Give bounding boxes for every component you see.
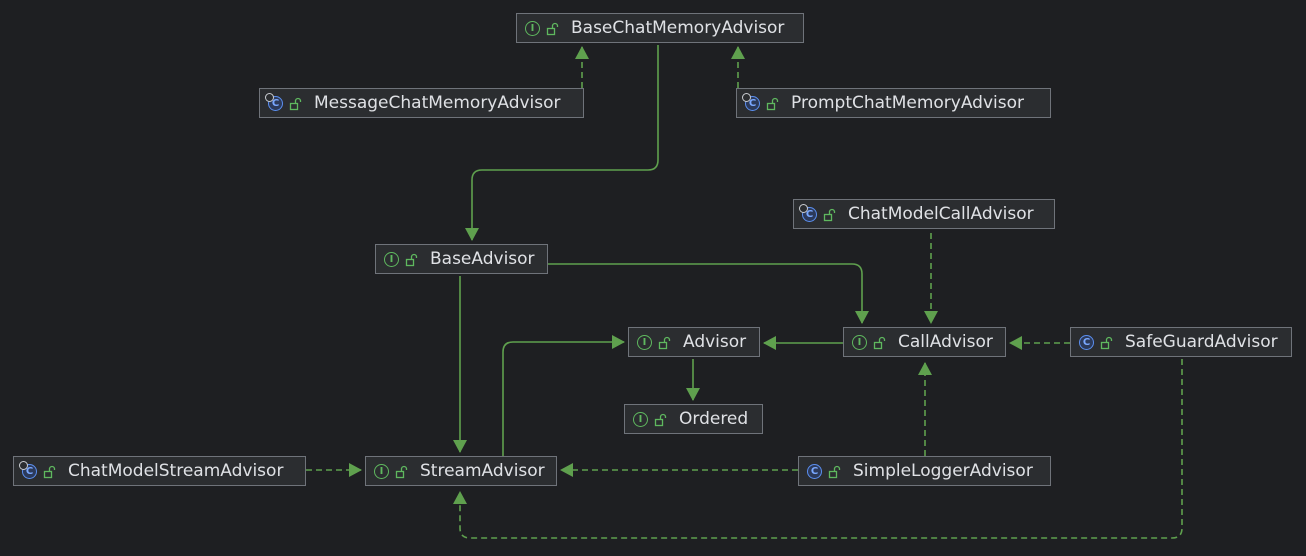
node-label: BaseAdvisor — [430, 249, 535, 269]
node-label: ChatModelCallAdvisor — [848, 204, 1034, 224]
edge-baseadvisor-to-calladvisor — [548, 263, 869, 324]
node-streamadvisor[interactable]: I StreamAdvisor — [365, 456, 557, 486]
node-baseadvisor[interactable]: I BaseAdvisor — [375, 244, 548, 274]
public-lock-icon — [546, 21, 560, 36]
public-lock-icon — [1100, 335, 1114, 350]
node-promptchatmemoryadvisor[interactable]: C PromptChatMemoryAdvisor — [736, 88, 1051, 118]
abstract-class-icon: C — [799, 203, 817, 222]
public-lock-icon — [405, 252, 419, 267]
node-label: MessageChatMemoryAdvisor — [314, 93, 561, 113]
public-lock-icon — [873, 335, 887, 350]
edge-basechatmemoryadvisor-to-baseadvisor — [465, 45, 659, 241]
public-lock-icon — [395, 464, 409, 479]
interface-icon: I — [633, 411, 648, 427]
node-chatmodelcalladvisor[interactable]: C ChatModelCallAdvisor — [793, 199, 1055, 229]
interface-icon: I — [374, 463, 389, 479]
node-label: StreamAdvisor — [420, 461, 545, 481]
edge-streamadvisor-to-advisor — [502, 335, 625, 456]
public-lock-icon — [289, 96, 303, 111]
node-label: BaseChatMemoryAdvisor — [571, 18, 785, 38]
node-basechatmemoryadvisor[interactable]: I BaseChatMemoryAdvisor — [516, 13, 804, 43]
node-simpleloggeradvisor[interactable]: C SimpleLoggerAdvisor — [798, 456, 1051, 486]
node-label: SimpleLoggerAdvisor — [853, 461, 1033, 481]
edge-safeguardadvisor-to-streamadvisor — [453, 359, 1183, 539]
public-lock-icon — [658, 335, 672, 350]
node-ordered[interactable]: I Ordered — [624, 404, 763, 434]
interface-icon: I — [852, 334, 867, 350]
node-label: ChatModelStreamAdvisor — [68, 461, 284, 481]
node-chatmodelstreamadvisor[interactable]: C ChatModelStreamAdvisor — [13, 456, 306, 486]
interface-icon: I — [525, 20, 540, 36]
abstract-class-icon: C — [742, 92, 760, 111]
node-label: SafeGuardAdvisor — [1125, 332, 1278, 352]
abstract-class-icon: C — [19, 460, 37, 479]
public-lock-icon — [828, 464, 842, 479]
class-icon: C — [807, 463, 822, 479]
public-lock-icon — [766, 96, 780, 111]
node-messagechatmemoryadvisor[interactable]: C MessageChatMemoryAdvisor — [259, 88, 584, 118]
interface-icon: I — [637, 334, 652, 350]
node-label: Ordered — [679, 409, 749, 429]
public-lock-icon — [823, 207, 837, 222]
node-advisor[interactable]: I Advisor — [628, 327, 760, 357]
interface-icon: I — [384, 251, 399, 267]
public-lock-icon — [43, 464, 57, 479]
class-icon: C — [1079, 334, 1094, 350]
node-label: PromptChatMemoryAdvisor — [791, 93, 1025, 113]
node-safeguardadvisor[interactable]: C SafeGuardAdvisor — [1070, 327, 1292, 357]
abstract-class-icon: C — [265, 92, 283, 111]
node-calladvisor[interactable]: I CallAdvisor — [843, 327, 1006, 357]
public-lock-icon — [654, 412, 668, 427]
node-label: Advisor — [683, 332, 747, 352]
node-label: CallAdvisor — [898, 332, 993, 352]
